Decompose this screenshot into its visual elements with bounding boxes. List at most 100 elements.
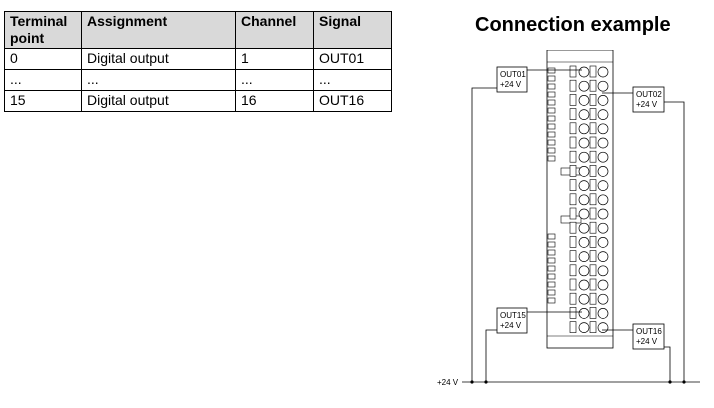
cell-assignment: Digital output <box>81 90 236 112</box>
terminal-point <box>578 222 590 234</box>
terminal-point <box>597 279 609 291</box>
terminal-release <box>569 321 577 333</box>
terminal-point <box>597 151 609 163</box>
terminal-release <box>589 193 597 206</box>
cell-signal: ... <box>313 69 392 91</box>
terminal-release <box>589 94 597 106</box>
terminal-assignment-table: Terminal point Assignment Channel Signal… <box>4 11 392 112</box>
terminal-point <box>578 265 590 277</box>
out01-voltage: +24 V <box>500 80 522 89</box>
cell-assignment: ... <box>81 69 236 91</box>
contact-slot <box>547 289 556 296</box>
cell-signal: OUT01 <box>313 48 392 70</box>
table-row: ... ... ... ... <box>4 69 392 91</box>
contact-slot <box>547 265 556 272</box>
terminal-point <box>578 109 590 120</box>
contact-slot <box>547 75 556 82</box>
header-assignment: Assignment <box>81 11 236 49</box>
out01-label: OUT01 <box>500 70 526 79</box>
terminal-release <box>569 136 577 149</box>
terminal-release <box>589 236 597 248</box>
terminal-release <box>569 179 577 191</box>
table-row: 15 Digital output 16 OUT16 <box>4 90 392 112</box>
terminal-release <box>589 321 597 333</box>
junction-dots <box>470 380 686 384</box>
contact-slot <box>547 123 556 130</box>
diagram-title: Connection example <box>475 14 671 36</box>
terminal-point <box>578 66 590 78</box>
terminal-point <box>597 322 609 333</box>
contact-slot <box>547 91 556 98</box>
contact-slot <box>547 249 556 256</box>
terminal-release <box>589 108 597 120</box>
terminal-point <box>578 237 590 248</box>
terminal-release <box>569 278 577 291</box>
terminal-release <box>589 65 597 78</box>
contact-slot <box>547 257 556 264</box>
cell-signal: OUT16 <box>313 90 392 112</box>
out02-voltage: +24 V <box>636 100 658 109</box>
out16-label: OUT16 <box>636 327 662 336</box>
terminal-release <box>589 292 597 305</box>
contact-slot <box>547 147 556 154</box>
terminal-release <box>569 94 577 106</box>
terminal-release <box>589 250 597 262</box>
contact-slot <box>547 83 556 90</box>
supply-label: +24 V <box>437 378 459 387</box>
signal-box-out01: OUT01 +24 V <box>496 66 528 93</box>
terminal-point <box>578 208 590 220</box>
contact-slot <box>547 67 556 74</box>
contact-slot <box>547 241 556 248</box>
contact-slot <box>547 131 556 138</box>
out15-label: OUT15 <box>500 311 526 320</box>
terminal-point <box>578 251 590 262</box>
terminal-point <box>578 293 590 305</box>
terminal-point <box>597 66 609 78</box>
terminal-release <box>569 193 577 206</box>
terminal-point <box>578 180 590 191</box>
terminal-point <box>578 123 590 135</box>
out02-label: OUT02 <box>636 90 662 99</box>
terminal-release <box>569 79 577 92</box>
wiring <box>462 69 700 383</box>
contact-slot <box>547 139 556 146</box>
table-row: 0 Digital output 1 OUT01 <box>4 48 392 70</box>
cell-channel: ... <box>235 69 314 91</box>
terminal-release <box>569 122 577 135</box>
terminal-release <box>589 207 597 220</box>
terminal-point <box>597 180 609 191</box>
terminal-point <box>578 151 590 163</box>
terminal-point <box>597 194 609 206</box>
terminal-release <box>589 264 597 277</box>
contact-slot <box>547 155 556 162</box>
terminal-module <box>546 50 614 349</box>
terminal-point <box>597 208 609 220</box>
table-header-row: Terminal point Assignment Channel Signal <box>4 11 392 49</box>
cell-channel: 1 <box>235 48 314 70</box>
terminal-release <box>569 165 577 177</box>
terminal-point <box>578 308 590 319</box>
out15-voltage: +24 V <box>500 321 522 330</box>
terminal-point <box>578 80 590 92</box>
terminal-release <box>569 65 577 78</box>
terminal-release <box>589 122 597 135</box>
terminal-release <box>589 307 597 319</box>
signal-box-out16: OUT16 +24 V <box>632 323 665 350</box>
terminal-point <box>597 237 609 248</box>
terminal-point <box>578 194 590 206</box>
header-signal: Signal <box>313 11 392 49</box>
terminal-point <box>578 322 590 333</box>
terminal-release <box>589 278 597 291</box>
contact-slot <box>547 99 556 106</box>
terminal-release <box>589 150 597 163</box>
terminal-release <box>589 221 597 234</box>
contact-slot <box>547 281 556 288</box>
cell-assignment: Digital output <box>81 48 236 70</box>
terminal-release <box>569 250 577 262</box>
connection-diagram: OUT01 +24 V OUT02 +24 V OUT15 +24 V OUT1… <box>437 50 700 387</box>
terminal-point <box>597 123 609 135</box>
terminal-point <box>597 95 609 106</box>
terminal-point <box>597 265 609 277</box>
contact-slot <box>547 115 556 122</box>
cell-terminal: 15 <box>4 90 82 112</box>
